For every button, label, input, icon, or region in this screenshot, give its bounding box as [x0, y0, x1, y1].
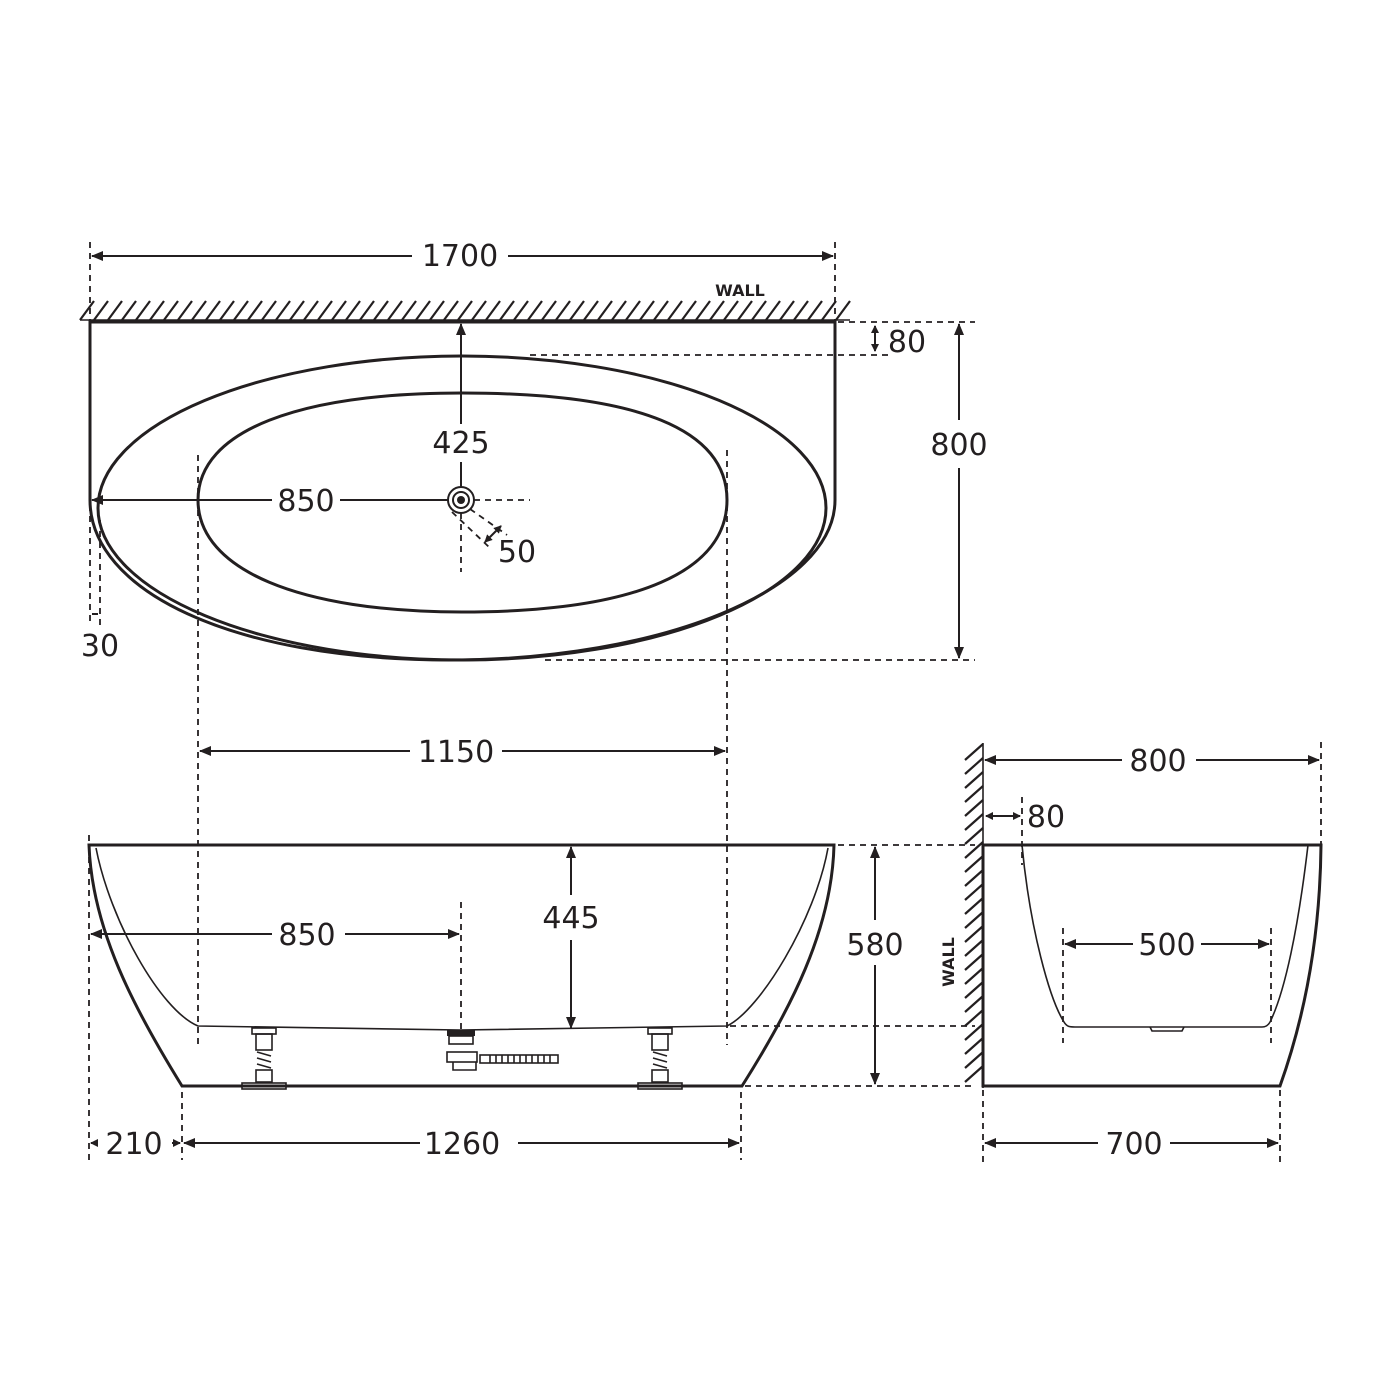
dim-plan-length: 1700: [89, 239, 836, 322]
dim-label: 800: [1129, 744, 1186, 779]
dim-label: 850: [278, 918, 335, 953]
adjustable-foot-left: [241, 1027, 287, 1090]
dim-waste-from-wall: 425: [432, 323, 490, 487]
dim-label: 800: [930, 428, 987, 463]
bath-shell-front: [87, 843, 836, 1088]
dim-wall-setback: 80: [530, 321, 975, 360]
dim-label: 1260: [424, 1127, 500, 1162]
dim-side-width: 800: [984, 742, 1322, 845]
wall-hatch-top: WALL: [79, 281, 851, 321]
dim-label: 580: [846, 928, 903, 963]
plan-view: 1700: [79, 239, 988, 664]
dim-side-base-depth: 700: [982, 1090, 1281, 1162]
dim-label: 700: [1105, 1127, 1162, 1162]
wall-label: WALL: [939, 937, 958, 987]
dim-label: 30: [81, 629, 119, 664]
dim-label: 210: [105, 1127, 162, 1162]
dim-label: 80: [1027, 800, 1065, 835]
bath-shell-side: [981, 843, 1323, 1088]
inner-basin-side: [1021, 844, 1309, 1028]
bath-outline-plan: [88, 320, 837, 662]
dim-internal-depth: 445: [542, 846, 600, 1029]
adjustable-foot-right: [637, 1027, 683, 1090]
dim-side-inner-base: 500: [1062, 928, 1272, 1043]
dim-label: 500: [1138, 928, 1195, 963]
dim-waste-diameter: 50: [451, 508, 536, 570]
dim-label: 80: [888, 325, 926, 360]
wall-label: WALL: [715, 281, 765, 300]
inner-basin-front: [95, 847, 829, 1031]
side-elevation: WALL 800 80 500: [939, 742, 1323, 1162]
dim-waste-from-end-plan: 850: [91, 484, 448, 519]
dim-base-length: 1260: [183, 1127, 740, 1162]
dim-side-rim-offset: 80: [985, 797, 1065, 865]
wall-hatch-side: WALL: [939, 743, 984, 1088]
dim-label: 1150: [418, 735, 494, 770]
drain-trap: [446, 1030, 559, 1071]
dim-waste-from-end-front: 850: [90, 918, 460, 953]
front-elevation: 1150: [87, 735, 975, 1162]
dim-label: 850: [277, 484, 334, 519]
dim-label: 50: [498, 535, 536, 570]
dim-label: 445: [542, 901, 599, 936]
dim-label: 1700: [422, 239, 498, 274]
dim-rim-thickness: 30: [81, 505, 119, 664]
dim-plan-width: 800: [545, 323, 988, 661]
dim-label: 425: [432, 426, 489, 461]
dim-base-overhang: 210: [90, 1127, 181, 1162]
dim-overall-height: 580: [730, 844, 975, 1087]
drain-side: [1149, 1026, 1185, 1032]
dim-inner-base-length: 1150: [199, 735, 726, 770]
